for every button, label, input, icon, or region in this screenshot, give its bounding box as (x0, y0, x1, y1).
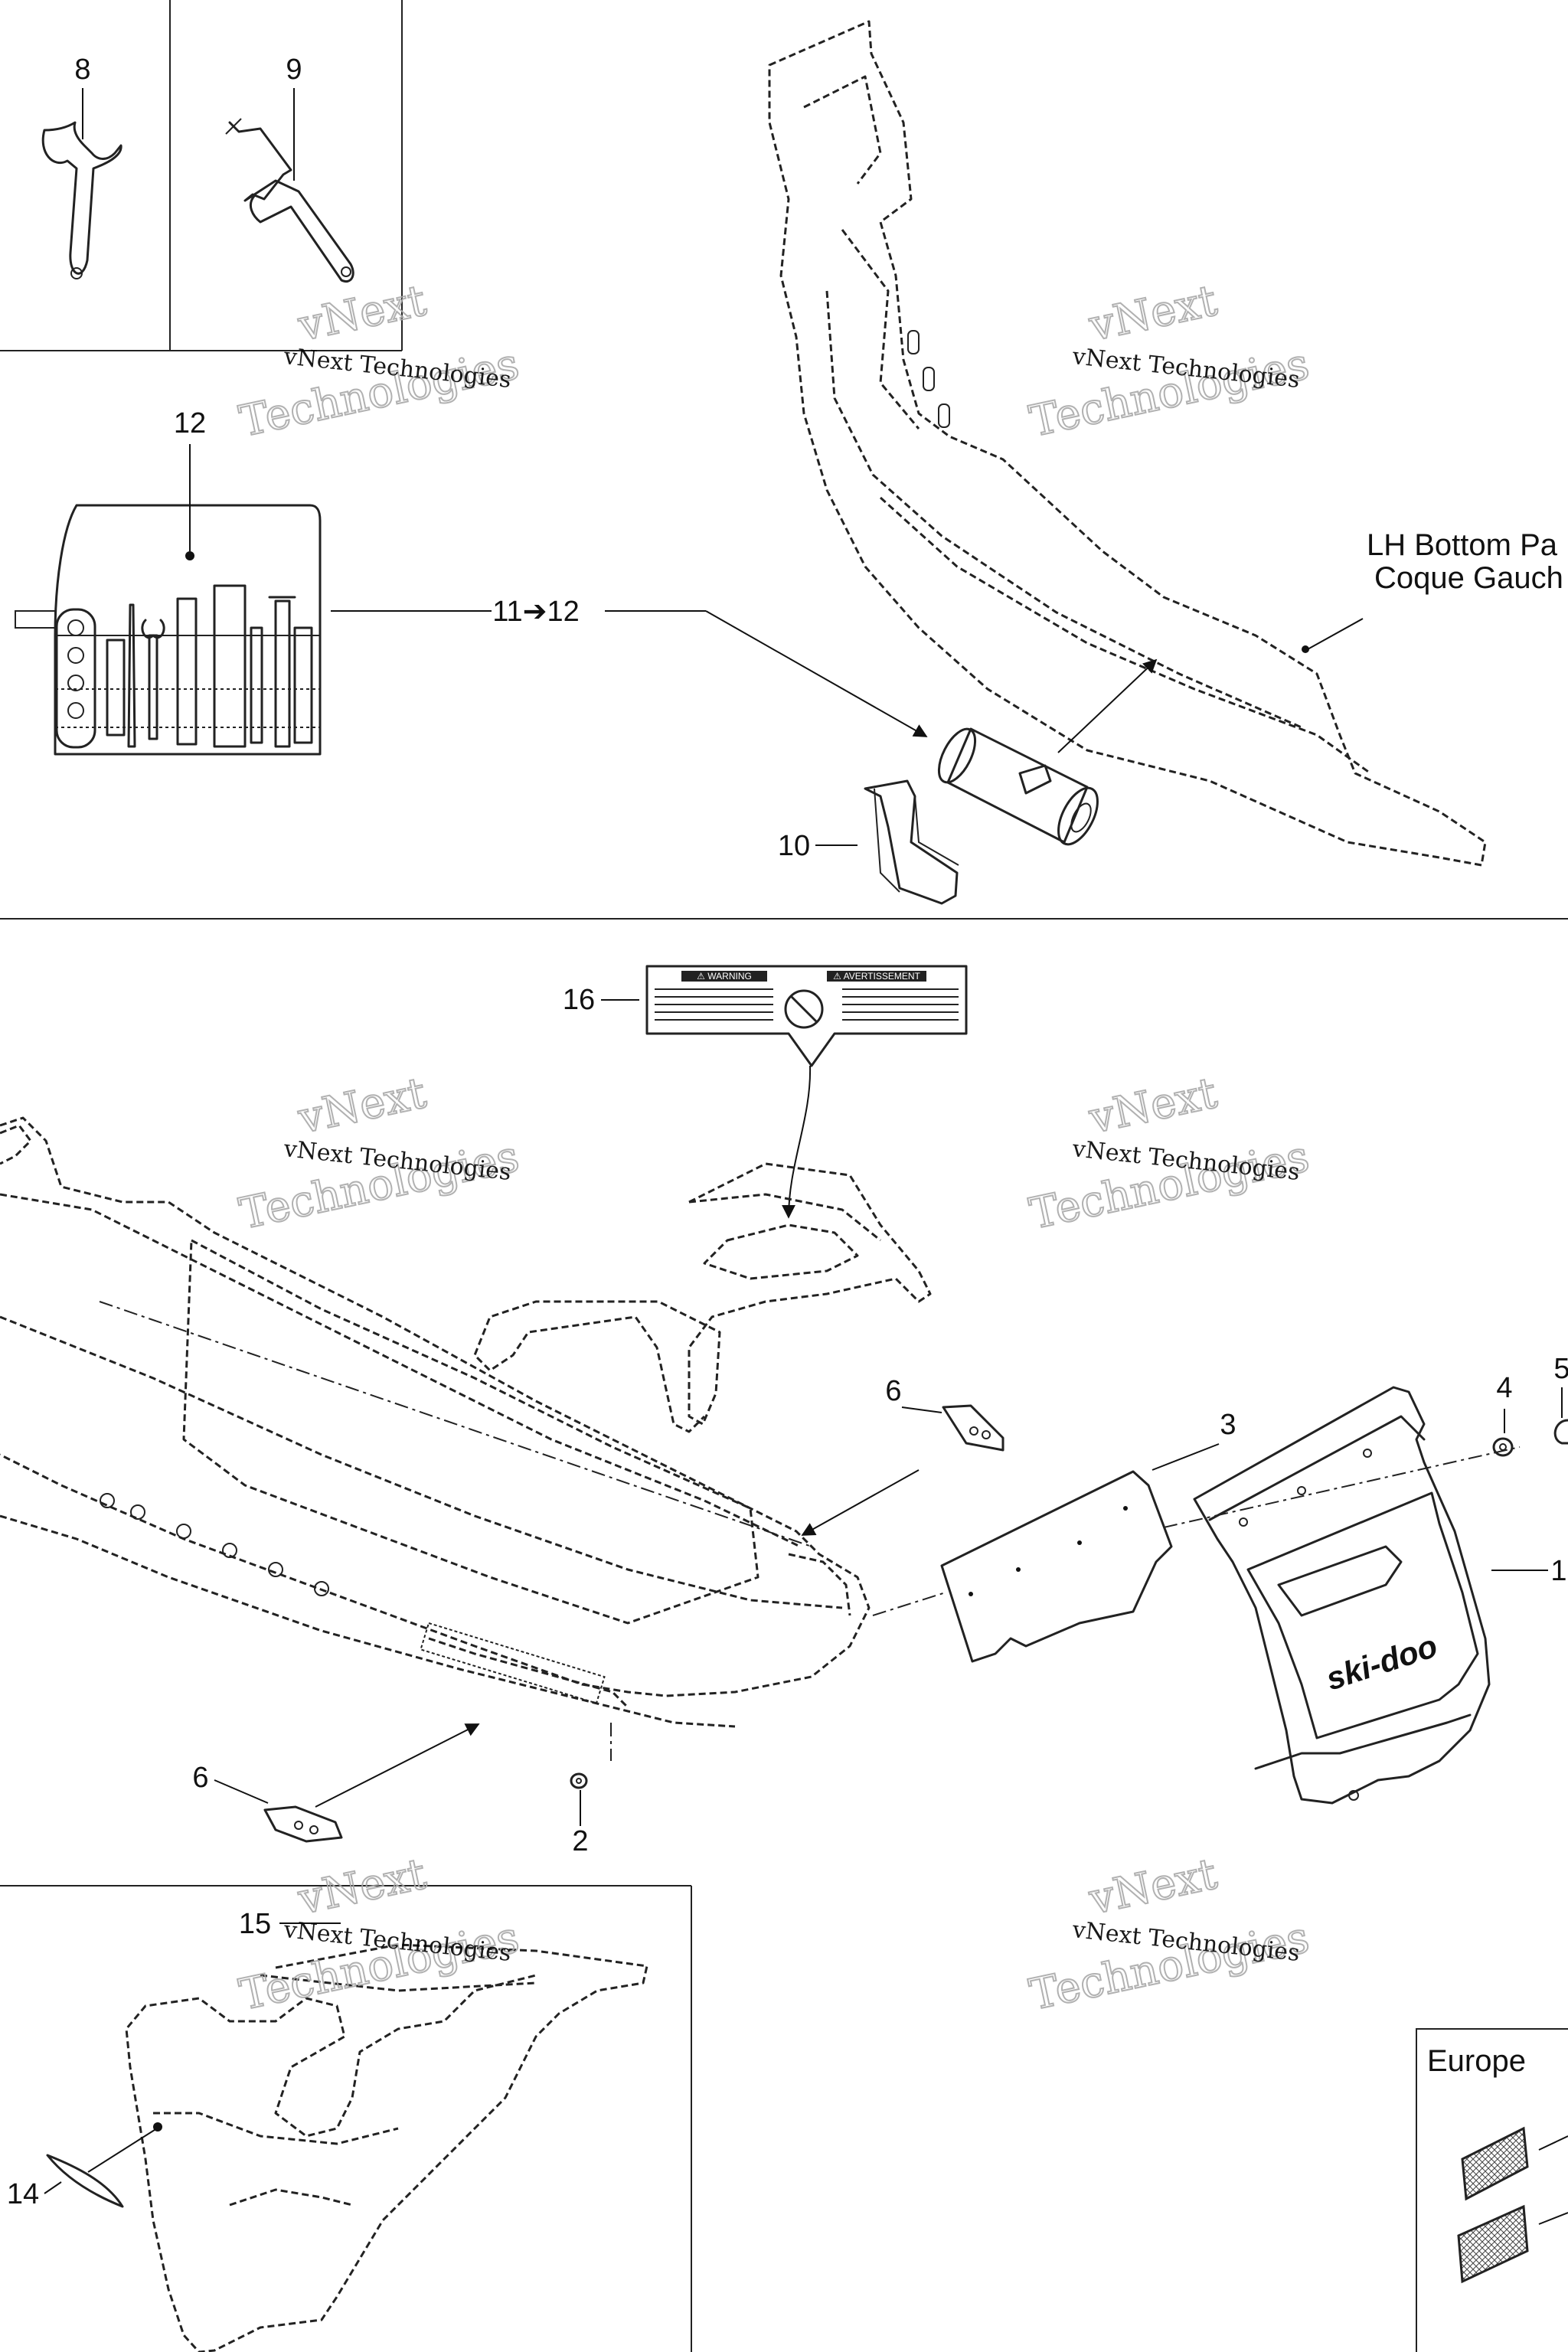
watermark-6: vNext Technologies vNext Technologies (1024, 1848, 1314, 2021)
leader-6-upper (901, 1406, 942, 1413)
bracket-10[interactable] (864, 779, 959, 905)
watermark-5: vNext Technologies vNext Technologies (234, 1848, 524, 2021)
brand-logo: ski-doo (1321, 1628, 1442, 1697)
arrow-decal (782, 1065, 812, 1219)
callout-1: 1 (1550, 1555, 1566, 1587)
leader-14b (87, 2128, 158, 2173)
leader-lh-bottom-pan (1307, 618, 1364, 650)
flap-3[interactable] (940, 1470, 1173, 1663)
hook-tool-9[interactable] (225, 118, 354, 283)
callout-5: 5 (1553, 1353, 1568, 1385)
europe-reflector-upper[interactable] (1461, 2126, 1529, 2201)
leader-dot-14 (153, 2122, 162, 2132)
watermark-2: vNext Technologies vNext Technologies (1024, 275, 1314, 448)
callout-11-12: 11➔12 (492, 596, 580, 628)
svg-text:vNext: vNext (1084, 1068, 1221, 1144)
leader-dot-12 (185, 551, 194, 560)
svg-text:vNext: vNext (293, 1849, 430, 1925)
svg-text:vNext: vNext (1084, 276, 1221, 351)
warning-decal-16[interactable]: ⚠ WARNING ⚠ AVERTISSEMENT (645, 965, 968, 1067)
callout-6-lower: 6 (192, 1762, 208, 1794)
washer-4[interactable] (1492, 1437, 1514, 1457)
warning-title: ⚠ WARNING (697, 971, 752, 982)
axis-flap (872, 1592, 946, 1616)
callout-15: 15 (239, 1908, 271, 1940)
arrow-to-tunnel (801, 1469, 920, 1536)
lh-bottom-pan[interactable] (768, 20, 1487, 867)
arrow-roll-to-pan (1057, 658, 1158, 753)
nut-5[interactable] (1553, 1419, 1568, 1445)
bottom-left-frame (0, 1885, 692, 2352)
callout-9: 9 (286, 54, 302, 86)
watermark-4: vNext Technologies vNext Technologies (1024, 1067, 1314, 1240)
callout-12: 12 (174, 407, 206, 439)
arrow-to-tunnel-lower (315, 1723, 480, 1808)
svg-text:vNext: vNext (1084, 1849, 1221, 1925)
warning-title-fr: ⚠ AVERTISSEMENT (833, 971, 920, 982)
callout-6-upper: 6 (885, 1375, 901, 1407)
belly-pan-15[interactable] (125, 1943, 648, 2352)
svg-text:vNext: vNext (293, 1068, 430, 1144)
lh-bottom-pan-label-en: LH Bottom Pa (1367, 528, 1558, 562)
callout-14: 14 (7, 2178, 39, 2210)
callout-3: 3 (1220, 1409, 1236, 1441)
rear-grab-handle[interactable] (473, 1162, 932, 1433)
leader-14 (44, 2181, 62, 2194)
callout-8: 8 (74, 54, 90, 86)
spanner-wrench-8[interactable] (41, 121, 122, 279)
europe-inset: Europe (1416, 2028, 1568, 2352)
axis-flap-right (1163, 1446, 1521, 1528)
snow-flap-1[interactable]: ski-doo (1193, 1386, 1491, 1805)
callout-4: 4 (1496, 1372, 1512, 1404)
reflector-6-upper[interactable] (942, 1404, 1004, 1452)
top-left-frame (0, 0, 403, 351)
arrow-to-tool-roll (705, 610, 928, 737)
watermark-3: vNext Technologies vNext Technologies (234, 1067, 524, 1240)
tool-roll-11[interactable] (932, 724, 1106, 851)
tunnel-chassis[interactable] (0, 1116, 871, 1728)
rivet-2[interactable] (570, 1772, 588, 1789)
europe-reflector-lower[interactable] (1457, 2204, 1529, 2284)
tool-kit-12[interactable] (15, 504, 322, 756)
reflector-6-lower[interactable] (263, 1805, 343, 1843)
leader-europe-lower (1538, 2212, 1568, 2225)
callout-2: 2 (572, 1825, 588, 1857)
leader-europe-upper (1538, 2135, 1568, 2151)
europe-title: Europe (1427, 2044, 1526, 2078)
watermark-1: vNext Technologies vNext Technologies (234, 275, 524, 448)
leader-6-lower (214, 1779, 269, 1804)
leader-3 (1152, 1443, 1220, 1471)
lh-bottom-pan-label-fr: Coque Gauch (1374, 561, 1563, 595)
callout-16: 16 (563, 984, 595, 1016)
svg-text:vNext: vNext (293, 276, 430, 351)
trim-strip-14[interactable] (46, 2154, 124, 2208)
callout-10: 10 (778, 830, 810, 862)
